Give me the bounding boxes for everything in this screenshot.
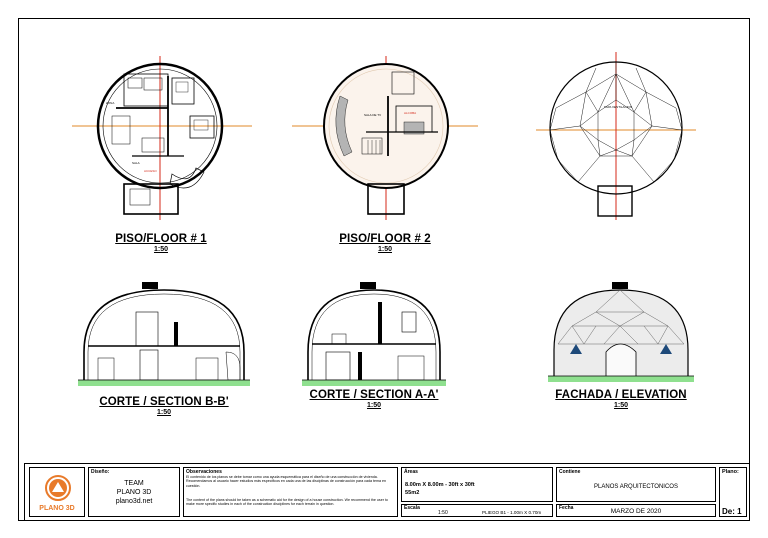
design-line-2: PLANO 3D xyxy=(116,489,152,496)
elevation-drawing xyxy=(548,282,694,382)
section-b-title: CORTE / SECTION B-B' xyxy=(99,396,229,408)
date-cell: Fecha MARZO DE 2020 xyxy=(556,504,716,517)
floor2-scale: 1:50 xyxy=(377,246,392,253)
notes-label: Observaciones xyxy=(186,469,222,475)
svg-text:SALA DE TV: SALA DE TV xyxy=(364,113,381,117)
date-value: MARZO DE 2020 xyxy=(610,508,662,515)
section-b-caption: CORTE / SECTION B-B' 1:50 xyxy=(76,396,252,416)
elevation-title: FACHADA / ELEVATION xyxy=(555,389,687,401)
section-a-title: CORTE / SECTION A-A' xyxy=(309,389,439,401)
area-line-1: 8.00m X 8.00m - 30ft x 30ft xyxy=(405,482,475,488)
plan-value: De: 1 xyxy=(722,507,742,516)
elevation-caption: FACHADA / ELEVATION 1:50 xyxy=(546,389,696,409)
floor2-title: PISO/FLOOR # 2 xyxy=(339,233,431,245)
date-label: Fecha xyxy=(559,505,574,511)
notes-english: The content of the plans should be taken… xyxy=(186,498,388,507)
dome-roof-plan: TAPA VENTILACION xyxy=(536,52,696,220)
logo-text: PLANO 3D xyxy=(39,505,75,512)
plan-cell: Plano: De: 1 xyxy=(719,467,747,517)
plan-label: Plano: xyxy=(722,469,739,475)
design-cell: Diseño: TEAM PLANO 3D plano3d.net xyxy=(88,467,180,517)
scale-cell: Escala 1:50 PLIEGO B1 - 1.00m X 0.70m xyxy=(401,504,553,517)
floor1-caption: PISO/FLOOR # 1 1:50 xyxy=(86,233,236,253)
svg-text:ZONA: ZONA xyxy=(106,101,114,105)
logo-cell: PLANO 3D xyxy=(29,467,85,517)
elevation-scale: 1:50 xyxy=(613,402,628,409)
floor2-caption: PISO/FLOOR # 2 1:50 xyxy=(310,233,460,253)
scale-value: 1:50 xyxy=(438,510,448,516)
design-line-3: plano3d.net xyxy=(115,498,153,505)
notes-spanish: El contenido de los planos se debe tomar… xyxy=(186,475,386,488)
floor1-title: PISO/FLOOR # 1 xyxy=(115,233,207,245)
svg-text:SALA: SALA xyxy=(132,161,140,165)
area-label: Áreas xyxy=(404,469,418,475)
design-line-1: TEAM xyxy=(124,480,144,487)
section-a-drawing xyxy=(302,282,446,386)
area-cell: Áreas 8.00m X 8.00m - 30ft x 30ft 55m2 xyxy=(401,467,553,502)
content-label: Contiene xyxy=(559,469,581,475)
svg-text:TAPA VENTILACION: TAPA VENTILACION xyxy=(604,105,632,109)
area-line-2: 55m2 xyxy=(405,490,420,496)
section-a-caption: CORTE / SECTION A-A' 1:50 xyxy=(296,389,452,409)
section-a-scale: 1:50 xyxy=(366,402,381,409)
floor1-scale: 1:50 xyxy=(153,246,168,253)
section-b-drawing xyxy=(78,282,250,386)
design-label: Diseño: xyxy=(91,469,110,475)
plano3d-logo-icon xyxy=(45,475,71,501)
content-cell: Contiene PLANOS ARQUITECTONICOS xyxy=(556,467,716,502)
notes-cell: Observaciones El contenido de los planos… xyxy=(183,467,398,517)
title-block: PLANO 3D Diseño: TEAM PLANO 3D plano3d.n… xyxy=(24,463,750,521)
section-b-scale: 1:50 xyxy=(156,409,171,416)
floor2-plan: SALA DE TV ALCOBA xyxy=(292,56,478,220)
svg-text:ALCOBA: ALCOBA xyxy=(404,111,416,115)
sheet-size: PLIEGO B1 - 1.00m X 0.70m xyxy=(482,510,542,515)
content-value: PLANOS ARQUITECTONICOS xyxy=(594,484,678,490)
floor1-plan: ZONA SALA ACCESO xyxy=(72,56,252,220)
scale-label: Escala xyxy=(404,505,420,511)
svg-text:ACCESO: ACCESO xyxy=(144,169,157,173)
